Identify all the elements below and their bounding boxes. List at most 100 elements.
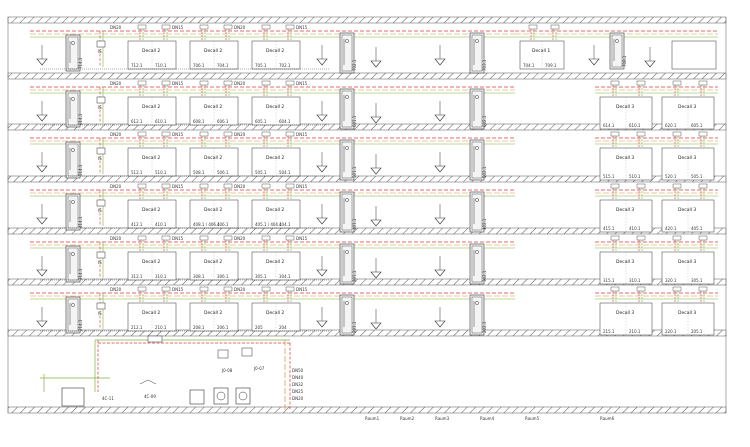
valve-icon [550, 24, 560, 30]
unit-id: 405.1 / 404.1 [255, 222, 282, 227]
shower-cabin-inner [471, 245, 483, 283]
shower-cabin-frame [339, 294, 355, 336]
washbasin-icon [588, 58, 600, 66]
meter-label: IS [98, 260, 102, 265]
meter-icon [96, 199, 106, 207]
unit-name: Decall 3 [678, 259, 696, 265]
floor-mark: Raum1 [365, 416, 380, 421]
shower-head-icon [475, 301, 479, 305]
valve-icon [199, 235, 209, 241]
valve-icon [698, 183, 708, 189]
washbasin-icon [36, 114, 48, 122]
unit-id: 208.1 [193, 325, 205, 330]
shower-cabin-frame [469, 88, 485, 130]
shower-cabin-frame [65, 141, 81, 179]
valve-icon [199, 24, 209, 30]
unit-id: 510.1 [155, 170, 167, 175]
shower-cabin-inner [611, 34, 623, 68]
washbasin [316, 152, 328, 173]
riser-tag: J0-08 [221, 368, 233, 373]
shower-label: 502.1 [482, 166, 487, 178]
pipe-tag: DN15 [172, 132, 184, 137]
unit-name: Decall 3 [678, 104, 696, 110]
shower-label: 402.1 [482, 218, 487, 230]
shower-head-icon [71, 200, 75, 204]
washing-machine-icon [213, 387, 229, 405]
shower-cabin-frame [469, 139, 485, 181]
unit-id: 410.1 [155, 222, 167, 227]
washbasin [434, 45, 446, 66]
valve-icon [636, 80, 646, 86]
pipe-tag: DN20 [234, 287, 246, 292]
unit-name: Decall 2 [142, 155, 160, 161]
unit-name: Decall 3 [616, 207, 634, 213]
pipe-tag: DN20 [110, 184, 122, 189]
unit-id: 705.1 [255, 63, 267, 68]
shower-head-icon [475, 198, 479, 202]
valve-icon [199, 131, 209, 137]
unit-id: 605.1 [255, 119, 267, 124]
valve-icon [610, 131, 620, 137]
shower-head-icon [345, 39, 349, 43]
washbasin [36, 152, 48, 173]
meter-label: IS [98, 105, 102, 110]
unit-name: Decall 3 [616, 310, 634, 316]
shower-cabin: 514.1 [65, 141, 83, 179]
shower-cabin: 402.1 [469, 191, 487, 233]
unit-id: 405.1 [691, 226, 703, 231]
unit-id: 320.1 [665, 278, 677, 283]
unit-id: 206.1 [217, 325, 229, 330]
shower-cabin-inner [341, 296, 353, 334]
unit-id: 704.1 [523, 63, 535, 68]
shower-cabin-inner [341, 90, 353, 128]
washbasin-icon [434, 217, 446, 225]
valve-icon [261, 24, 271, 30]
unit-id: 205.1 [691, 329, 703, 334]
unit-box [127, 302, 177, 332]
shower-cabin: 201.1 [339, 294, 357, 336]
floor-mark: Raum2 [400, 416, 415, 421]
valve-icon [636, 183, 646, 189]
unit-box [189, 96, 239, 126]
washbasin [434, 101, 446, 122]
shower-label: 602.1 [482, 115, 487, 127]
unit-name: Decall 3 [678, 207, 696, 213]
pipe-tag: DN20 [110, 132, 122, 137]
unit-id: 620.1 [665, 123, 677, 128]
unit-id: 704.1 [217, 63, 229, 68]
shower-cabin: 708.1 [609, 32, 627, 70]
unit-id: 220.1 [665, 329, 677, 334]
washbasin-icon [370, 322, 382, 330]
pipe-tag: DN20 [234, 236, 246, 241]
shower-cabin: 702.1 [339, 32, 357, 74]
unit-id: 308.1 [193, 274, 205, 279]
valve-icon [261, 131, 271, 137]
washbasin-icon [434, 320, 446, 328]
meter-icon [96, 40, 106, 48]
unit-box [127, 199, 177, 229]
unit-id: 702.1 [279, 63, 291, 68]
unit-box [189, 40, 239, 70]
shower-label: 202.1 [482, 321, 487, 333]
unit-name: Decall 3 [678, 310, 696, 316]
washbasin-icon [316, 269, 328, 277]
shower-cabin-inner [341, 34, 353, 72]
unit-box [251, 40, 301, 70]
shower-cabin-inner [341, 193, 353, 231]
basement-riser-size: DN25 [292, 389, 304, 394]
valve-icon [161, 80, 171, 86]
washbasin [370, 206, 382, 227]
